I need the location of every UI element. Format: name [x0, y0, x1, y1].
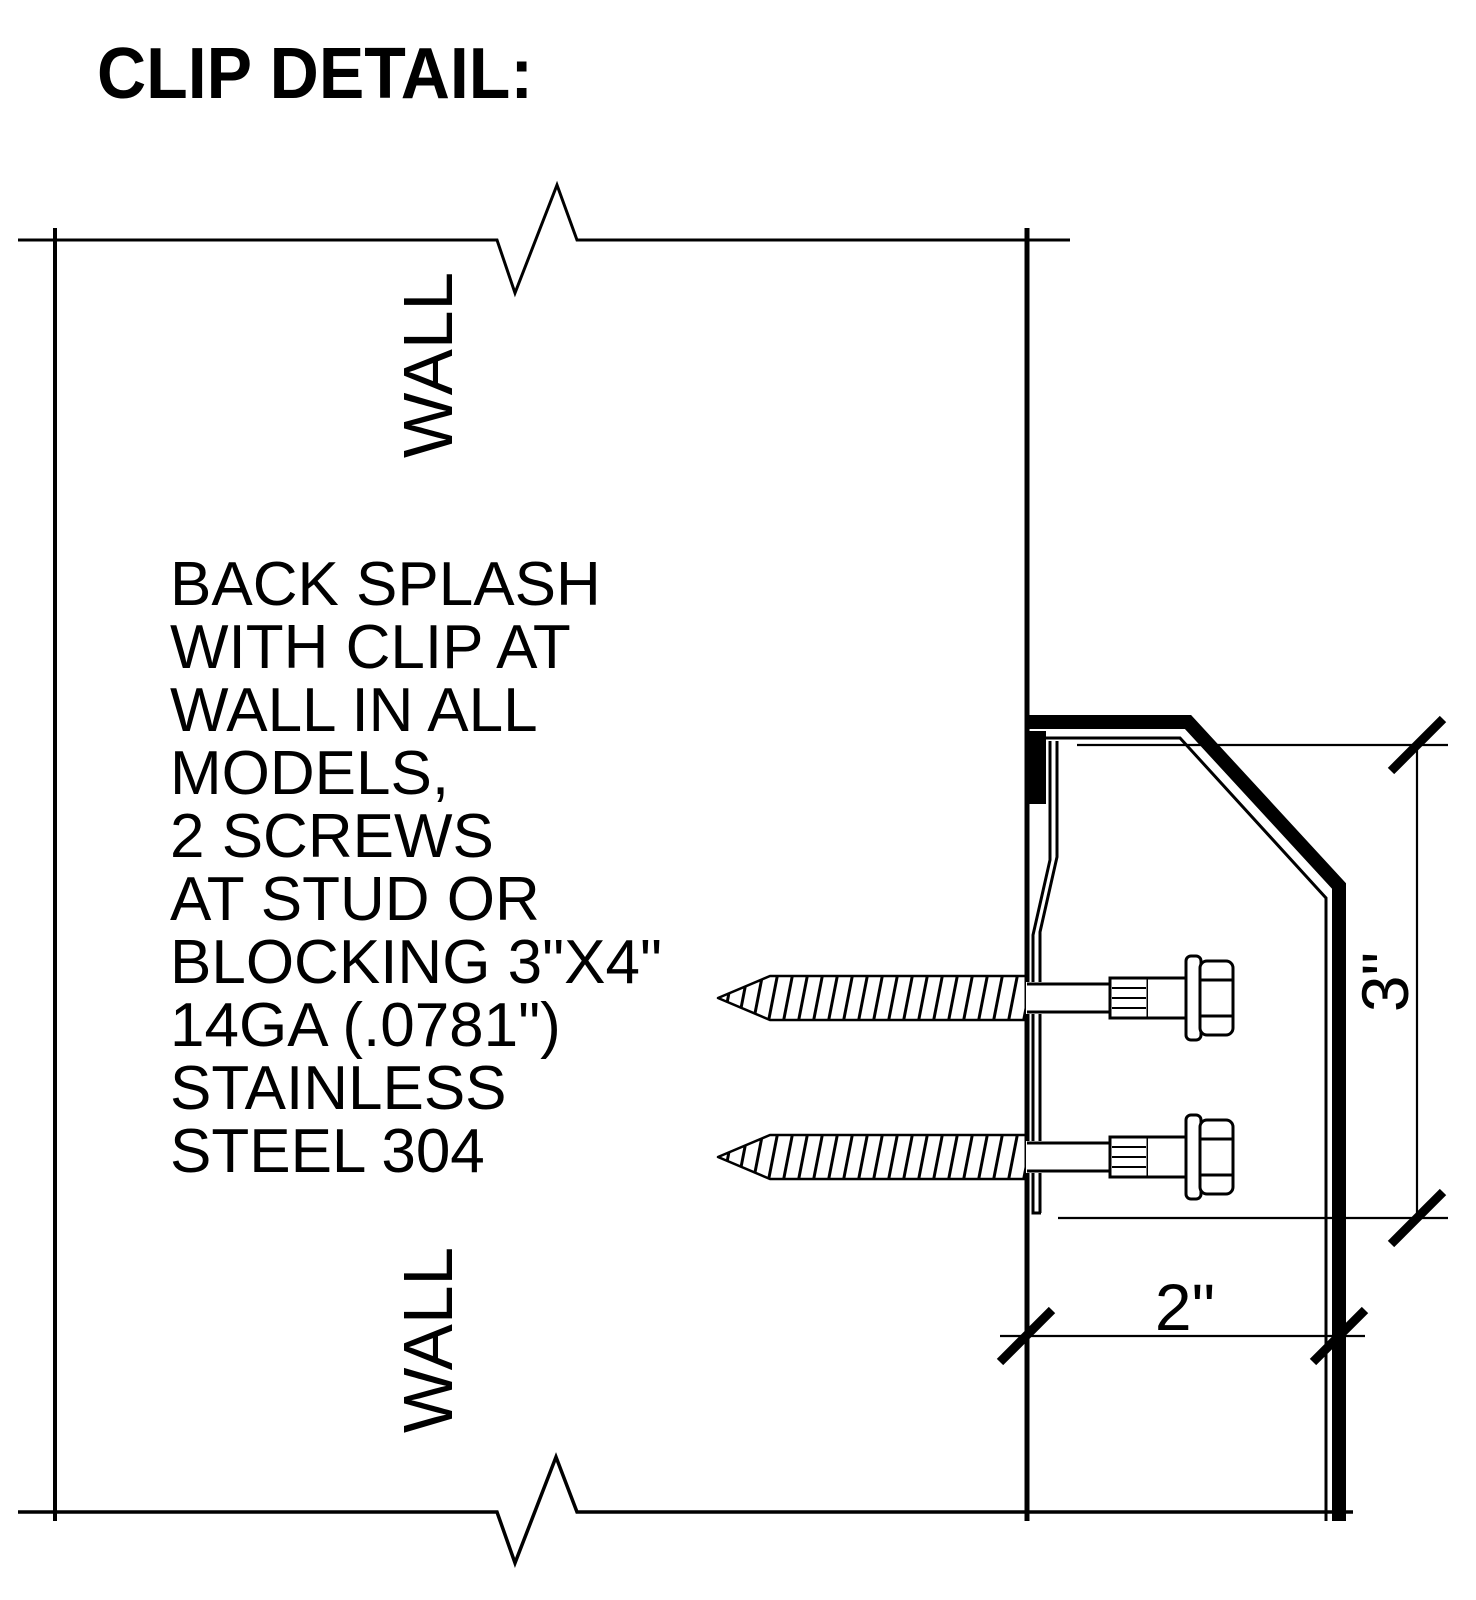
- note-line: AT STUD OR: [170, 865, 540, 934]
- wall-top-edge-line-with-break: [18, 180, 1070, 298]
- backsplash-outer-face-line: [1028, 715, 1346, 1521]
- note-line: 2 SCREWS: [170, 802, 494, 871]
- note-line: BLOCKING 3"X4": [170, 928, 662, 997]
- page-title: CLIP DETAIL:: [97, 34, 533, 114]
- wall-label-top: WALL: [389, 272, 467, 458]
- dimension-tick-bottom: [1387, 1188, 1447, 1248]
- dimension-tick-top: [1387, 715, 1447, 775]
- dimension-label-2in: 2": [1155, 1270, 1215, 1344]
- note-line: WALL IN ALL: [170, 676, 538, 745]
- backsplash-inner-face-line: [1033, 736, 1328, 1521]
- clip-hook-solid-fill: [1025, 731, 1046, 804]
- note-line: BACK SPLASH: [170, 550, 601, 619]
- wall-label-bottom: WALL: [389, 1247, 467, 1433]
- note-line: STAINLESS: [170, 1054, 507, 1123]
- clip-profile-inner-line: [1038, 741, 1059, 1213]
- note-line: 14GA (.0781"): [170, 991, 561, 1060]
- note-line: MODELS,: [170, 739, 449, 808]
- note-line: WITH CLIP AT: [170, 613, 571, 682]
- clip-profile-outer-line: [1031, 741, 1052, 1215]
- screw-lower: [716, 1113, 1235, 1201]
- dimension-label-3in: 3": [1348, 952, 1422, 1012]
- wall-bottom-edge-line-with-break: [18, 1452, 1353, 1569]
- note-line: STEEL 304: [170, 1117, 485, 1186]
- screw-upper: [716, 954, 1235, 1042]
